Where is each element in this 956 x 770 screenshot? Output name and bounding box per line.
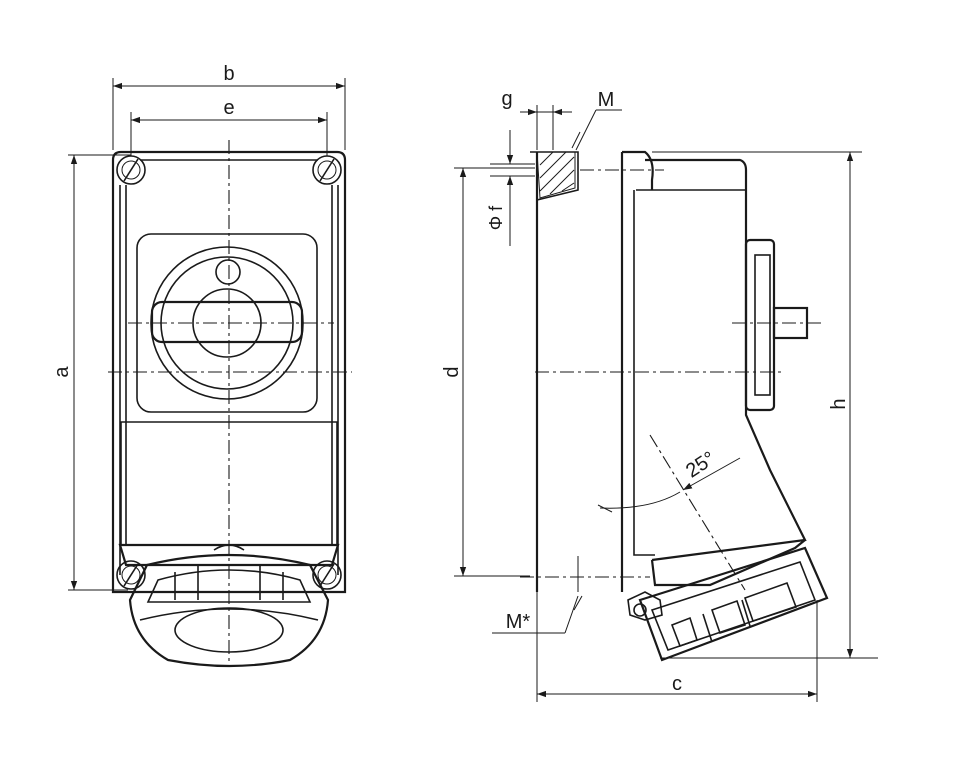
side-view: 25° g M Φ f d h — [441, 88, 878, 702]
angle-leader — [682, 457, 741, 491]
dim-b-label: b — [223, 63, 234, 85]
dim-a-label: a — [51, 366, 73, 378]
dim-h-label: h — [828, 398, 850, 409]
side-cover-top — [622, 150, 654, 190]
front-housing-inner — [119, 185, 339, 575]
m-star-leader — [564, 595, 579, 634]
front-view: b e a — [51, 63, 352, 668]
m-star-label: M* — [506, 611, 531, 633]
switch-indicator — [215, 259, 241, 285]
angle-label: 25° — [682, 448, 719, 483]
mount-boss-hatch-outline — [536, 151, 576, 199]
angle-arc — [599, 491, 681, 509]
side-body-outline — [645, 158, 807, 562]
socket-axis-centerline — [649, 434, 746, 591]
side-screw-icon — [633, 603, 647, 617]
side-screw-head — [627, 591, 663, 621]
mount-boss-hatch — [539, 151, 575, 195]
dim-c-label: c — [672, 673, 682, 695]
m-top-label: M — [598, 89, 615, 111]
screw-top-left-icon — [116, 155, 146, 185]
side-socket-head — [627, 539, 829, 662]
front-wall-lines — [125, 185, 333, 545]
side-switch-inner — [754, 254, 771, 396]
screw-top-right-icon — [312, 155, 342, 185]
m-star-tick — [573, 595, 583, 611]
m-top-tick — [571, 131, 581, 149]
dim-f-label: Φ f — [486, 205, 506, 230]
dim-e-label: e — [223, 97, 234, 119]
screw-bottom-right-icon — [312, 560, 342, 590]
angle-tick — [597, 504, 613, 513]
dim-d-label: d — [441, 366, 463, 377]
dim-g-label: g — [501, 88, 512, 110]
front-socket-head — [118, 543, 340, 668]
rotary-switch-handle — [150, 300, 304, 344]
m-top-leader — [575, 109, 597, 151]
side-cover-inner — [633, 190, 655, 556]
